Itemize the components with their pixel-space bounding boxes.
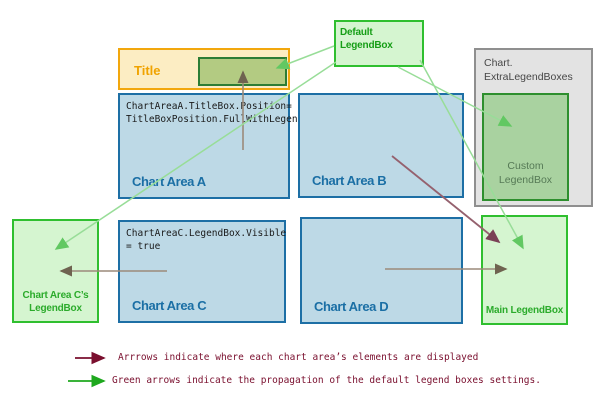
- chart-area-a-code: ChartAreaA.TitleBox.Position= TitleBoxPo…: [126, 101, 304, 125]
- chart-area-c: ChartAreaC.LegendBox.Visible = true Char…: [118, 220, 286, 323]
- title-box-label: Title: [134, 63, 161, 78]
- chart-area-d: Chart Area D: [300, 217, 463, 324]
- chart-area-b-label: Chart Area B: [312, 173, 387, 188]
- legend-line-2: Green arrows indicate the propagation of…: [112, 375, 541, 386]
- default-legendbox-label: Default LegendBox: [340, 27, 393, 51]
- default-legendbox: Default LegendBox: [334, 20, 424, 67]
- chart-area-c-code: ChartAreaC.LegendBox.Visible = true: [126, 228, 287, 252]
- main-legendbox-label: Main LegendBox: [485, 305, 564, 316]
- chart-area-d-label: Chart Area D: [314, 299, 389, 314]
- title-box: Title: [118, 48, 290, 90]
- chart-area-a: ChartAreaA.TitleBox.Position= TitleBoxPo…: [118, 93, 303, 199]
- chart-c-legendbox-label: Chart Area C’s LegendBox: [22, 290, 89, 314]
- extra-legendboxes-box: Chart. ExtraLegendBoxes Custom LegendBox: [474, 48, 593, 207]
- chart-area-a-label: Chart Area A: [132, 174, 206, 189]
- chart-area-c-label: Chart Area C: [132, 298, 207, 313]
- chart-area-b: Chart Area B: [298, 93, 464, 198]
- custom-legendbox: Custom LegendBox: [482, 93, 569, 201]
- main-legendbox: Main LegendBox: [481, 215, 568, 325]
- legend-line-1: Arrrows indicate where each chart area’s…: [118, 352, 479, 363]
- chart-c-legendbox: Chart Area C’s LegendBox: [12, 219, 99, 323]
- title-legend-slot: [198, 57, 287, 86]
- custom-legendbox-label: Custom LegendBox: [498, 160, 553, 186]
- extra-legendboxes-label: Chart. ExtraLegendBoxes: [484, 57, 573, 83]
